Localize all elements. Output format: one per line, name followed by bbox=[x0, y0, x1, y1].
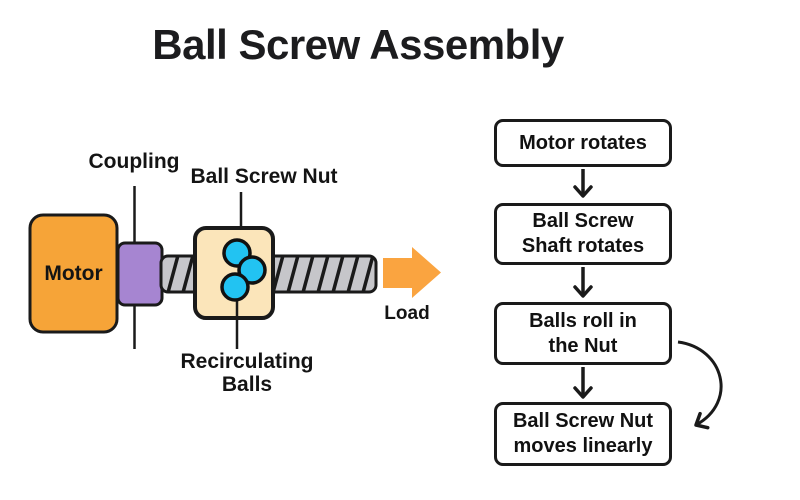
recirculating-balls-label-line1: Recirculating bbox=[180, 350, 314, 373]
flow-step-text: Balls roll in bbox=[529, 309, 637, 332]
flow-step-balls-roll: Balls roll in the Nut bbox=[494, 302, 672, 365]
coupling-label: Coupling bbox=[88, 150, 180, 173]
flow-step-nut-moves: Ball Screw Nut moves linearly bbox=[494, 402, 672, 466]
load-arrow-icon bbox=[383, 247, 441, 298]
load-label: Load bbox=[384, 303, 430, 324]
flow-step-text: the Nut bbox=[548, 334, 618, 357]
motor-shape bbox=[28, 213, 119, 334]
ball-screw-nut-label: Ball Screw Nut bbox=[190, 165, 338, 188]
flow-step-text: Ball Screw Nut bbox=[512, 410, 654, 432]
ball-icon bbox=[220, 272, 250, 302]
recirculating-balls-label-line2: Balls bbox=[221, 373, 273, 396]
recirculating-balls-label: Recirculating Balls bbox=[176, 350, 318, 396]
page-title: Ball Screw Assembly bbox=[152, 21, 564, 68]
flow-step-text: moves linearly bbox=[513, 435, 653, 457]
ball-icon bbox=[237, 255, 267, 285]
coupling-shape bbox=[116, 241, 164, 307]
flow-step-motor-rotates: Motor rotates bbox=[494, 119, 672, 167]
flow-step-shaft-rotates: Ball Screw Shaft rotates bbox=[494, 203, 672, 265]
flow-step-text: Ball Screw bbox=[532, 210, 634, 232]
flow-step-text: Shaft rotates bbox=[521, 235, 645, 257]
motor-label: Motor bbox=[44, 262, 103, 285]
curved-arrow-icon bbox=[677, 340, 723, 430]
flow-step-text: Motor rotates bbox=[519, 131, 647, 154]
